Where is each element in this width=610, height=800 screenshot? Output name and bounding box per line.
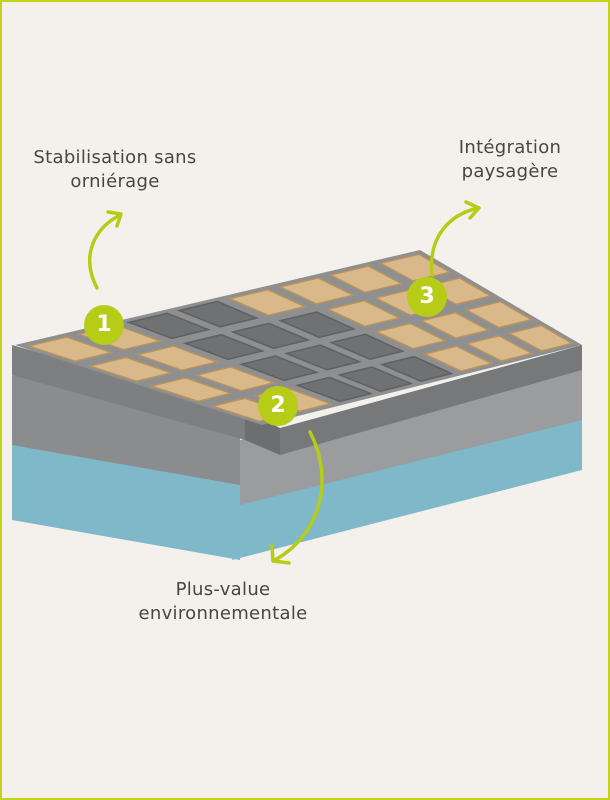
- grid-front-left: [12, 345, 245, 440]
- arrow-2-icon: [273, 430, 324, 562]
- grid-cell-wood-chips: [25, 336, 115, 363]
- rock-layer-left: [12, 375, 240, 485]
- grid-cell-paver: [337, 366, 414, 393]
- badge-3: 3: [407, 277, 447, 317]
- arrow-1-head-icon: [106, 210, 123, 228]
- feature-2-line2: environnementale: [138, 603, 308, 624]
- feature-label-1: Stabilisation sans orniérage: [20, 146, 210, 194]
- feature-label-3: Intégration paysagère: [420, 136, 600, 184]
- feature-2-line1: Plus-value: [175, 579, 271, 600]
- grid-cell-paver: [230, 322, 311, 350]
- grid-cell-paver: [328, 333, 405, 361]
- feature-3-line1: Intégration: [458, 137, 562, 158]
- grid-cell-paver: [278, 311, 357, 339]
- grid-cell-paver: [238, 355, 320, 382]
- grid-cell-wood-chips: [227, 288, 308, 317]
- grid-cell-wood-chips: [422, 345, 494, 372]
- arrow-3-head-icon: [464, 200, 481, 220]
- grid-cell-wood-chips: [87, 356, 174, 383]
- feature-1-line1: Stabilisation sans: [33, 147, 197, 168]
- badge-2: 2: [258, 386, 298, 426]
- grid-cell-wood-chips: [374, 322, 448, 350]
- arrow-2-head-icon: [270, 543, 291, 565]
- grid-cell-wood-chips: [507, 324, 575, 352]
- grid-cell-paver: [283, 344, 362, 371]
- grid-cell-wood-chips: [193, 366, 277, 392]
- grid-cell-paver: [294, 376, 374, 403]
- grid-cell-paver: [379, 355, 454, 382]
- grid-cell-wood-chips: [419, 311, 491, 339]
- grid-cell-wood-chips: [328, 265, 404, 294]
- grid-cell-wood-chips: [148, 377, 234, 403]
- grid-cell-paver: [176, 300, 260, 328]
- badge-1: 1: [84, 305, 124, 345]
- feature-label-2: Plus-value environnementale: [108, 578, 338, 626]
- grid-cell-wood-chips: [325, 299, 402, 328]
- arrow-3-icon: [429, 206, 480, 277]
- grid-front-right: [280, 345, 582, 455]
- arrow-1-icon: [88, 213, 122, 290]
- grid-cell-wood-chips: [277, 277, 356, 305]
- grid-cell-wood-chips: [464, 334, 535, 362]
- grid-cell-paver: [182, 333, 265, 361]
- feature-3-line2: paysagère: [461, 161, 559, 182]
- feature-1-line2: orniérage: [70, 171, 160, 192]
- grid-cell-paver: [126, 312, 211, 340]
- grid-cell-wood-chips: [464, 300, 534, 329]
- grid-cell-wood-chips: [134, 345, 220, 372]
